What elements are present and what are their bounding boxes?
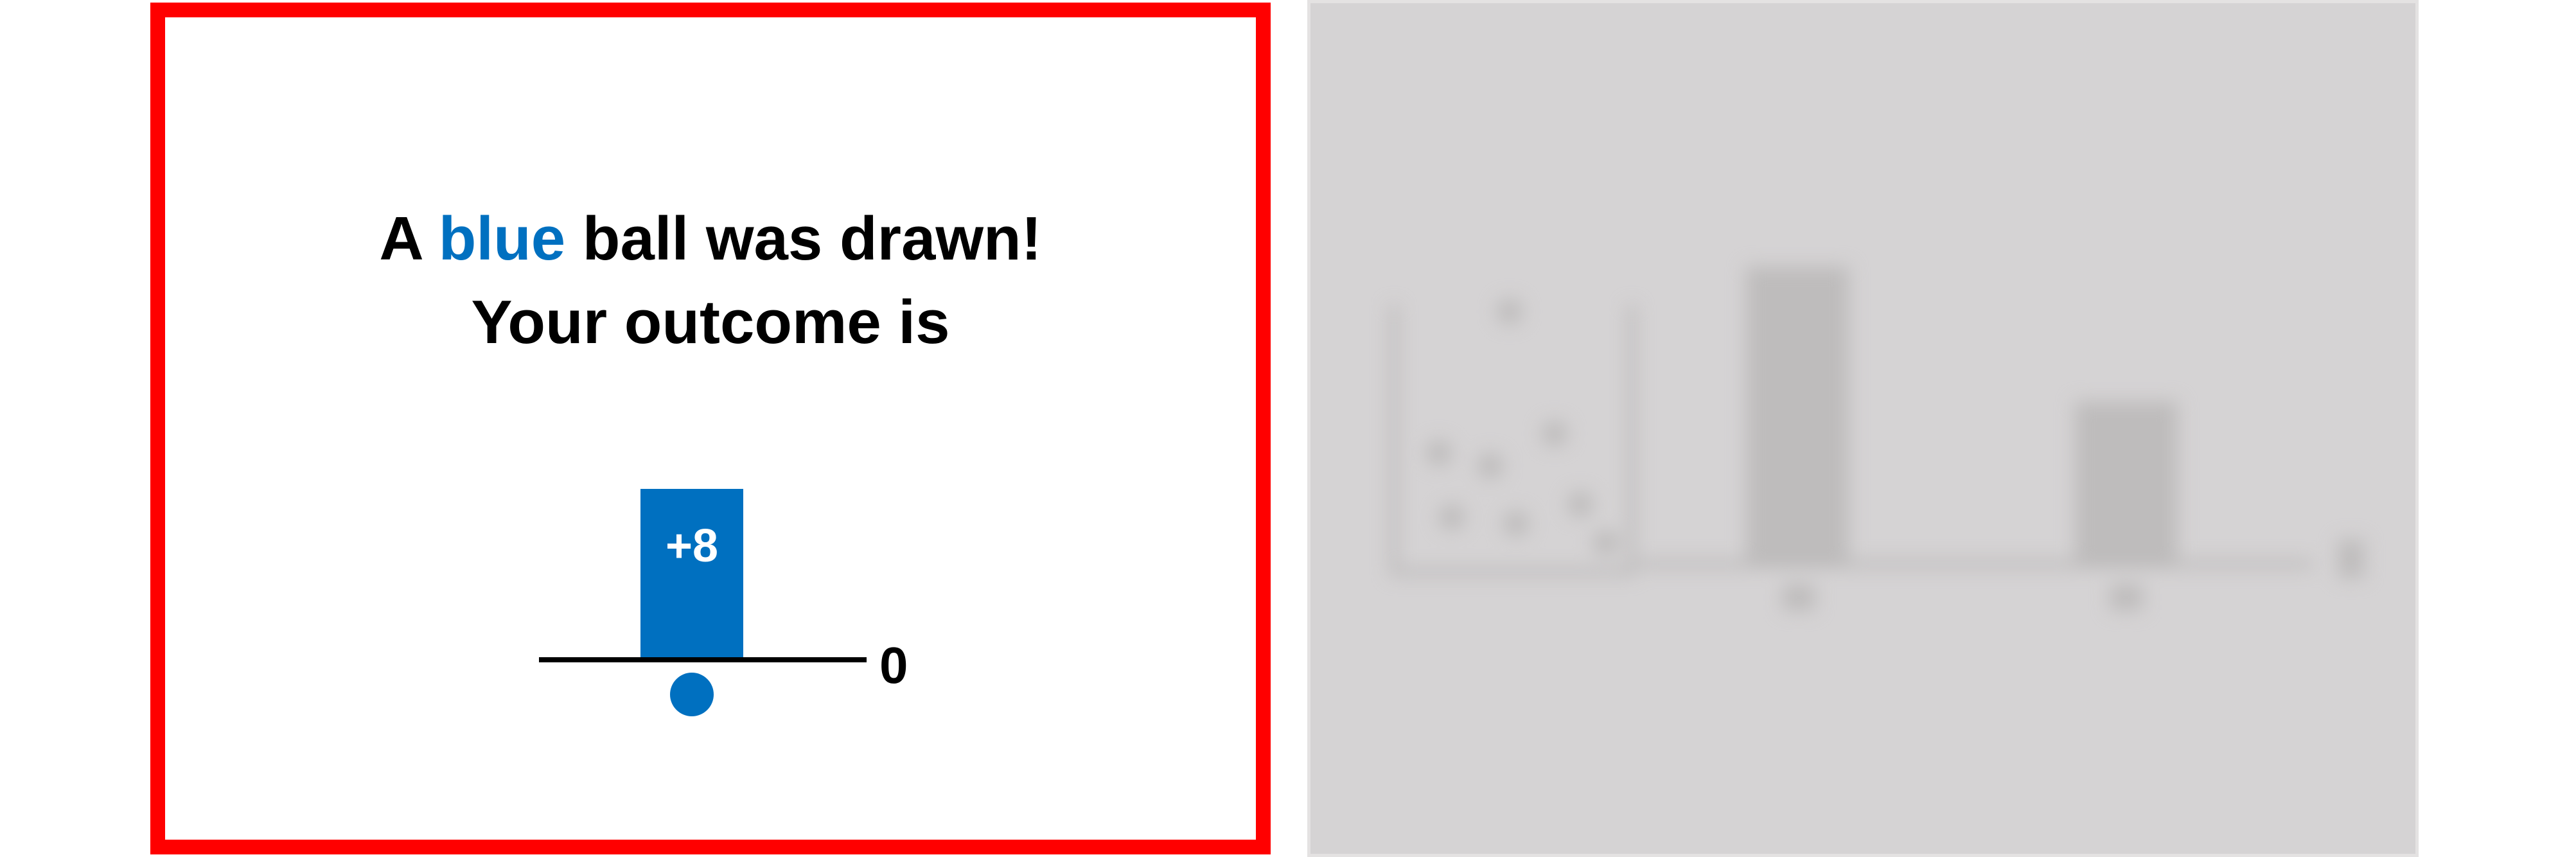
zero-baseline	[539, 657, 867, 662]
blurred-mark	[2338, 540, 2364, 578]
urn-ball	[1478, 453, 1503, 479]
outcome-headline: A blue ball was drawn! Your outcome is	[165, 197, 1256, 364]
blurred-mark	[1783, 585, 1815, 610]
blurred-mark	[2110, 585, 2142, 610]
urn-ball	[1542, 421, 1567, 446]
urn-ball	[1497, 299, 1522, 324]
ball-color-word: blue	[438, 204, 566, 273]
headline-suffix: ball was drawn!	[565, 204, 1042, 273]
drawn-ball	[670, 673, 714, 716]
headline-line-1: A blue ball was drawn!	[165, 197, 1256, 281]
blurred-axis	[1638, 561, 2313, 567]
outcome-value-label: +8	[665, 520, 719, 572]
blurred-panel	[1307, 0, 2419, 857]
outcome-panel: A blue ball was drawn! Your outcome is +…	[150, 3, 1271, 854]
urn-ball	[1503, 511, 1529, 536]
urn-left-wall	[1391, 305, 1397, 575]
headline-line-2: Your outcome is	[471, 288, 950, 357]
urn-ball	[1439, 504, 1465, 530]
blurred-bar	[2075, 402, 2178, 562]
urn-bottom	[1391, 569, 1635, 575]
headline-prefix: A	[379, 204, 439, 273]
blurred-bar	[1746, 267, 1849, 562]
urn-ball	[1426, 440, 1452, 466]
zero-label: 0	[879, 637, 908, 694]
urn-ball	[1567, 491, 1593, 517]
blurred-content	[1310, 3, 2415, 854]
urn-right-wall	[1628, 305, 1635, 575]
outcome-bar	[640, 489, 743, 658]
urn-ball	[1593, 530, 1619, 556]
